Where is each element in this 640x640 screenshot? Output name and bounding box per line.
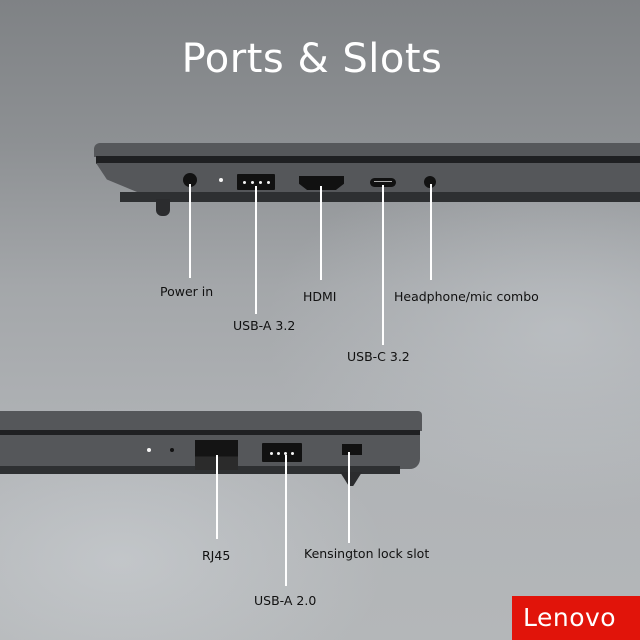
label-usb-a-3-2: USB-A 3.2	[233, 318, 296, 333]
label-usb-a-2-0: USB-A 2.0	[254, 593, 317, 608]
leader-line-usb-a-2-0	[285, 455, 287, 586]
leader-line-audio	[430, 184, 432, 280]
leader-line-kensington	[348, 452, 350, 543]
laptop-side-panel	[96, 163, 640, 193]
laptop-foot	[340, 472, 362, 486]
label-hdmi: HDMI	[303, 289, 337, 304]
usb-pin-icon	[270, 451, 273, 455]
status-led-icon	[147, 448, 151, 452]
reset-pinhole-icon	[170, 448, 174, 452]
usb-pin-icon	[267, 181, 270, 184]
laptop-lid	[0, 411, 422, 431]
power-led-icon	[219, 178, 223, 182]
label-headphone-mic: Headphone/mic combo	[394, 289, 539, 304]
usb-pin-icon	[243, 181, 246, 184]
laptop-bottom-edge	[120, 192, 640, 202]
usb-pin-icon	[251, 181, 254, 184]
label-kensington-lock: Kensington lock slot	[304, 546, 430, 561]
usb-a-2-0-port-icon	[262, 443, 302, 462]
usb-pin-icon	[259, 181, 262, 184]
page-title: Ports & Slots	[181, 36, 443, 82]
lenovo-logo: Lenovo	[512, 596, 640, 640]
laptop-bottom-edge	[0, 466, 400, 474]
usb-pin-icon	[291, 451, 294, 455]
label-power-in: Power in	[160, 284, 214, 299]
leader-line-usb-a-3-2	[255, 186, 257, 314]
leader-line-usb-c-3-2	[382, 185, 384, 345]
usb-pin-icon	[277, 451, 280, 455]
leader-line-hdmi	[320, 186, 322, 280]
label-rj45: RJ45	[202, 548, 231, 563]
laptop-foot	[156, 199, 170, 216]
laptop-hinge-seam	[0, 430, 420, 436]
kensington-lock-slot-icon	[342, 444, 362, 455]
leader-line-power	[189, 184, 191, 278]
laptop-side-panel	[0, 435, 420, 469]
laptop-lid	[94, 143, 640, 157]
label-usb-c-3-2: USB-C 3.2	[347, 349, 410, 364]
leader-line-rj45	[216, 455, 218, 539]
laptop-hinge-seam	[96, 156, 640, 164]
